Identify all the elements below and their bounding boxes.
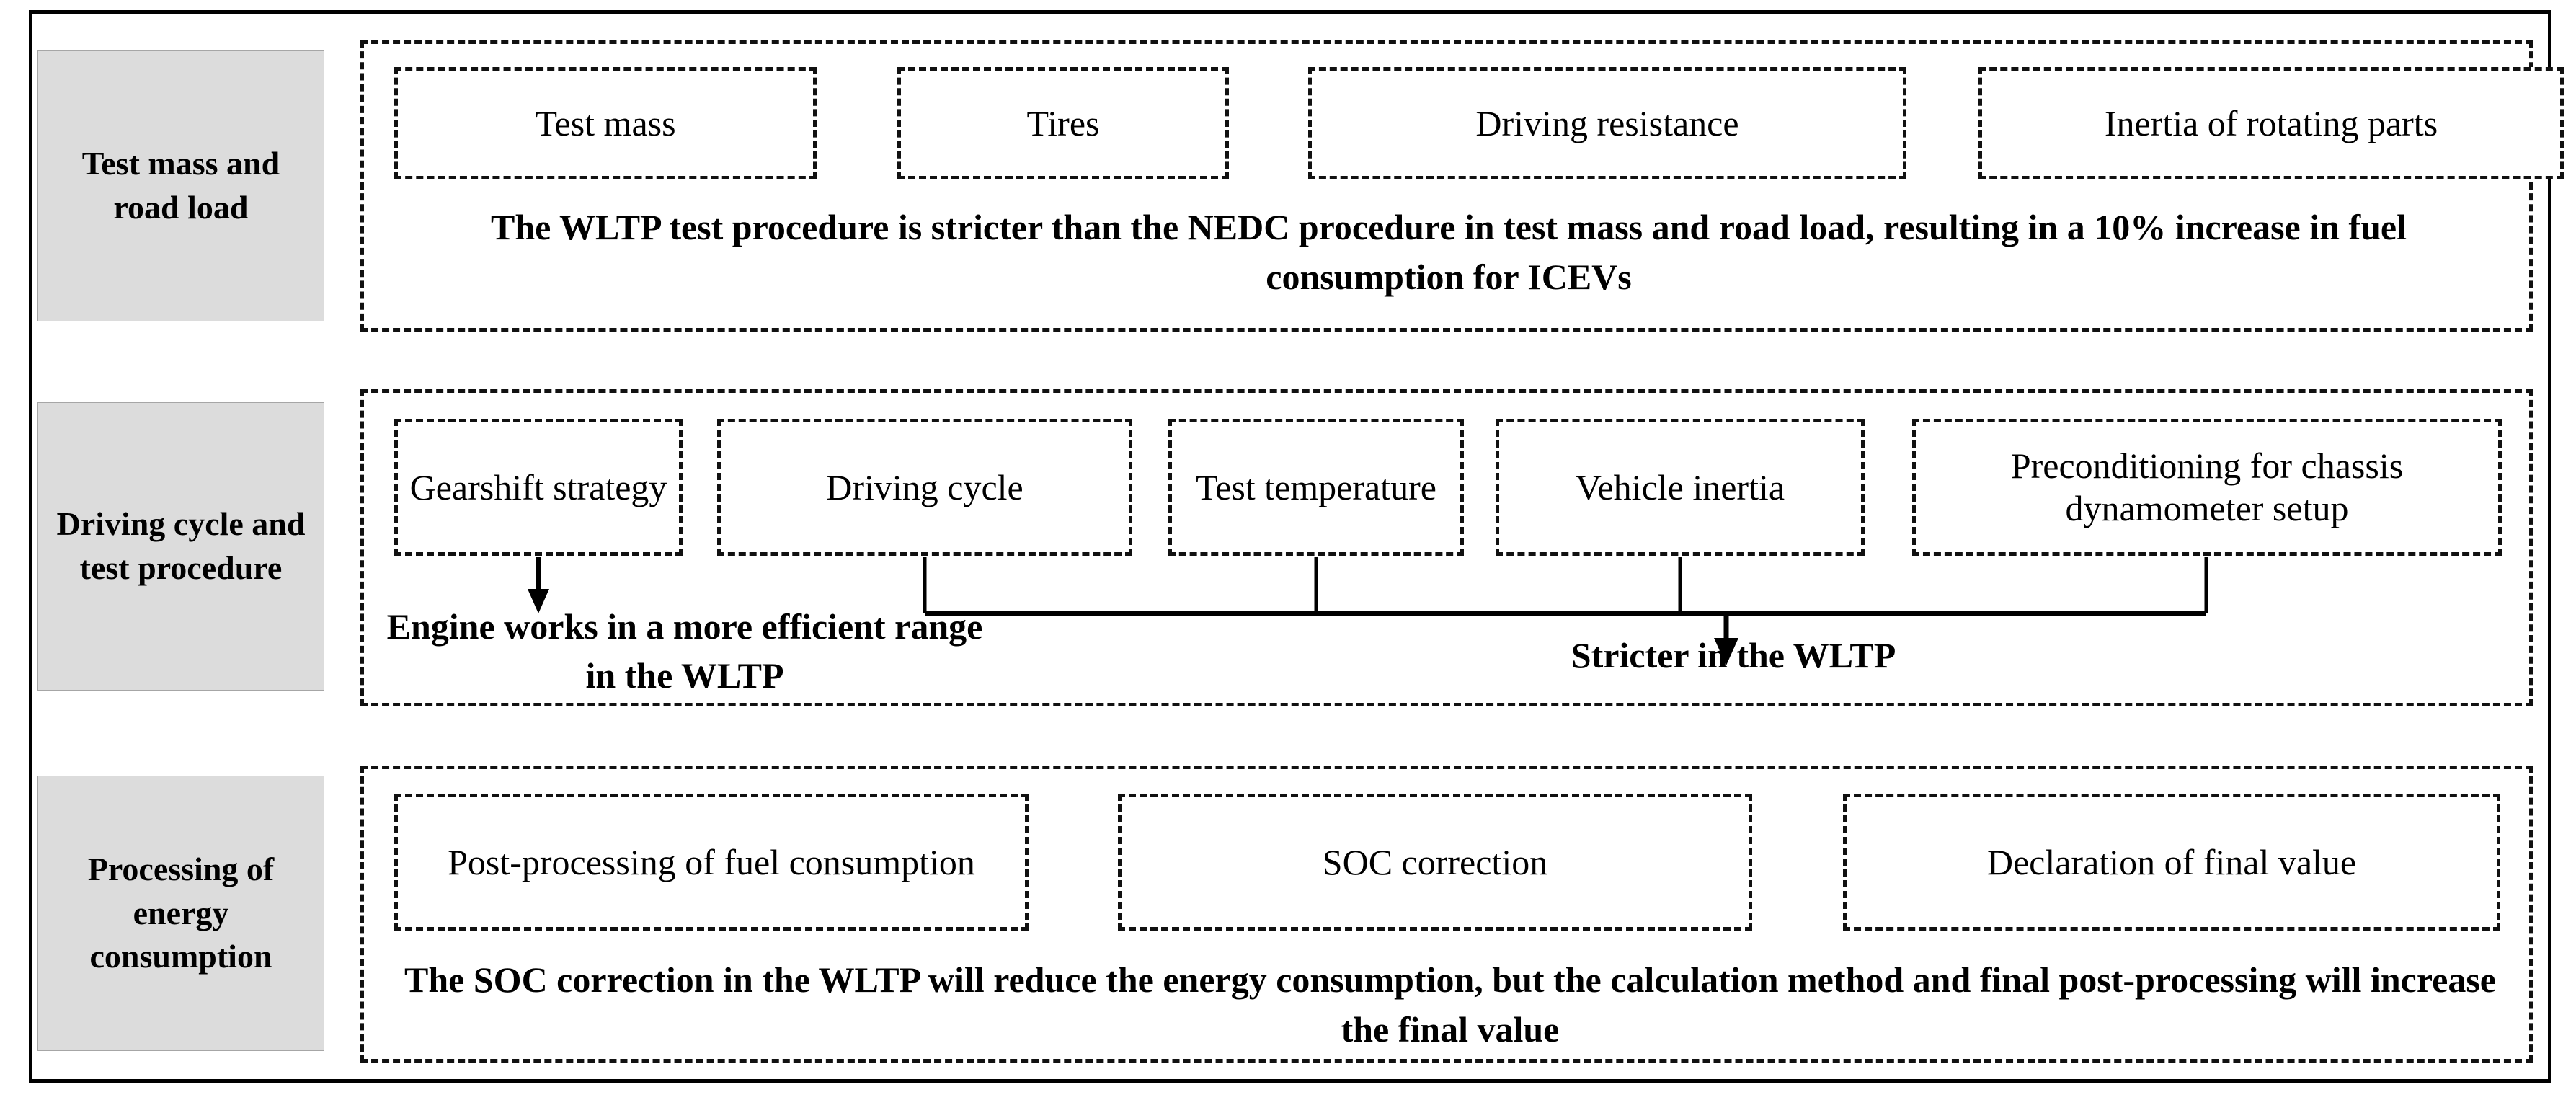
item-box-driving-resistance[interactable]: Driving resistance	[1308, 67, 1906, 179]
item-box-preconditioning-for-chassis-dynamometer-setup[interactable]: Preconditioning for chassis dynamometer …	[1912, 419, 2502, 556]
dashed-group-row-2: Gearshift strategy Driving cycle Test te…	[360, 389, 2533, 706]
note-engine-efficiency: Engine works in a more efficient range i…	[386, 606, 983, 696]
dashed-group-row-1: Test mass Tires Driving resistance Inert…	[360, 40, 2564, 332]
item-box-vehicle-inertia[interactable]: Vehicle inertia	[1496, 419, 1865, 556]
row-test-mass-and-road-load: Test mass and road load Test mass Tires …	[0, 40, 2576, 334]
dashed-group-row-3: Post-processing of fuel consumption SOC …	[360, 766, 2533, 1063]
category-label-test-mass-and-road-load: Test mass and road load	[37, 50, 324, 321]
category-label-driving-cycle-and-test-procedure: Driving cycle and test procedure	[37, 402, 324, 691]
item-box-inertia-of-rotating-parts[interactable]: Inertia of rotating parts	[1978, 67, 2564, 179]
statement-row-1: The WLTP test procedure is stricter than…	[491, 207, 2407, 297]
item-box-tires[interactable]: Tires	[897, 67, 1229, 179]
item-box-test-temperature[interactable]: Test temperature	[1168, 419, 1464, 556]
row-driving-cycle-and-test-procedure: Driving cycle and test procedure Gearshi…	[0, 389, 2576, 706]
category-label-processing-of-energy-consumption: Processing of energy consumption	[37, 776, 324, 1051]
item-box-test-mass[interactable]: Test mass	[394, 67, 817, 179]
item-box-declaration-of-final-value[interactable]: Declaration of final value	[1843, 794, 2500, 931]
item-box-post-processing-of-fuel-consumption[interactable]: Post-processing of fuel consumption	[394, 794, 1029, 931]
item-box-soc-correction[interactable]: SOC correction	[1118, 794, 1752, 931]
row-processing-of-energy-consumption: Processing of energy consumption Post-pr…	[0, 766, 2576, 1063]
statement-row-3: The SOC correction in the WLTP will redu…	[404, 959, 2496, 1050]
item-box-gearshift-strategy[interactable]: Gearshift strategy	[394, 419, 683, 556]
note-stricter-in-wltp: Stricter in the WLTP	[1571, 635, 1896, 675]
item-box-driving-cycle[interactable]: Driving cycle	[717, 419, 1132, 556]
